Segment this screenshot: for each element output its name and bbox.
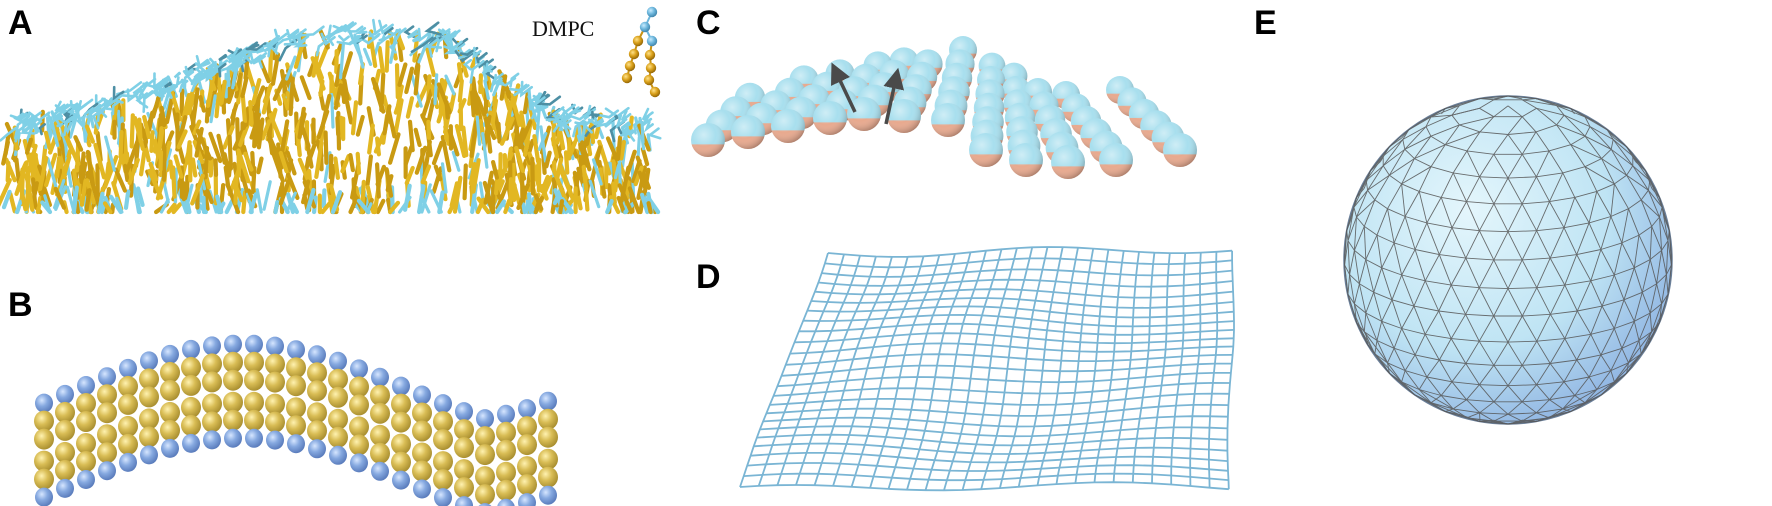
particle-membrane-illustration — [691, 36, 1197, 179]
panel-label-a: A — [8, 4, 33, 42]
mesh-membrane-illustration — [739, 246, 1235, 492]
panel-label-e: E — [1254, 4, 1277, 42]
panel-a: A DMPC — [0, 0, 662, 220]
vesicle-illustration — [1343, 95, 1673, 425]
dmpc-label: DMPC — [532, 16, 595, 41]
panel-c: C — [680, 0, 1240, 220]
all-atom-bilayer-illustration — [0, 18, 662, 215]
panel-label-b: B — [8, 286, 33, 324]
panel-label-c: C — [696, 4, 721, 42]
coarse-grained-bilayer-illustration — [34, 334, 558, 506]
dmpc-molecule-icon — [621, 6, 661, 98]
panel-d: D — [680, 210, 1240, 506]
panel-b: B — [0, 270, 660, 506]
panel-label-d: D — [696, 258, 721, 296]
panel-e: E — [1240, 0, 1772, 506]
